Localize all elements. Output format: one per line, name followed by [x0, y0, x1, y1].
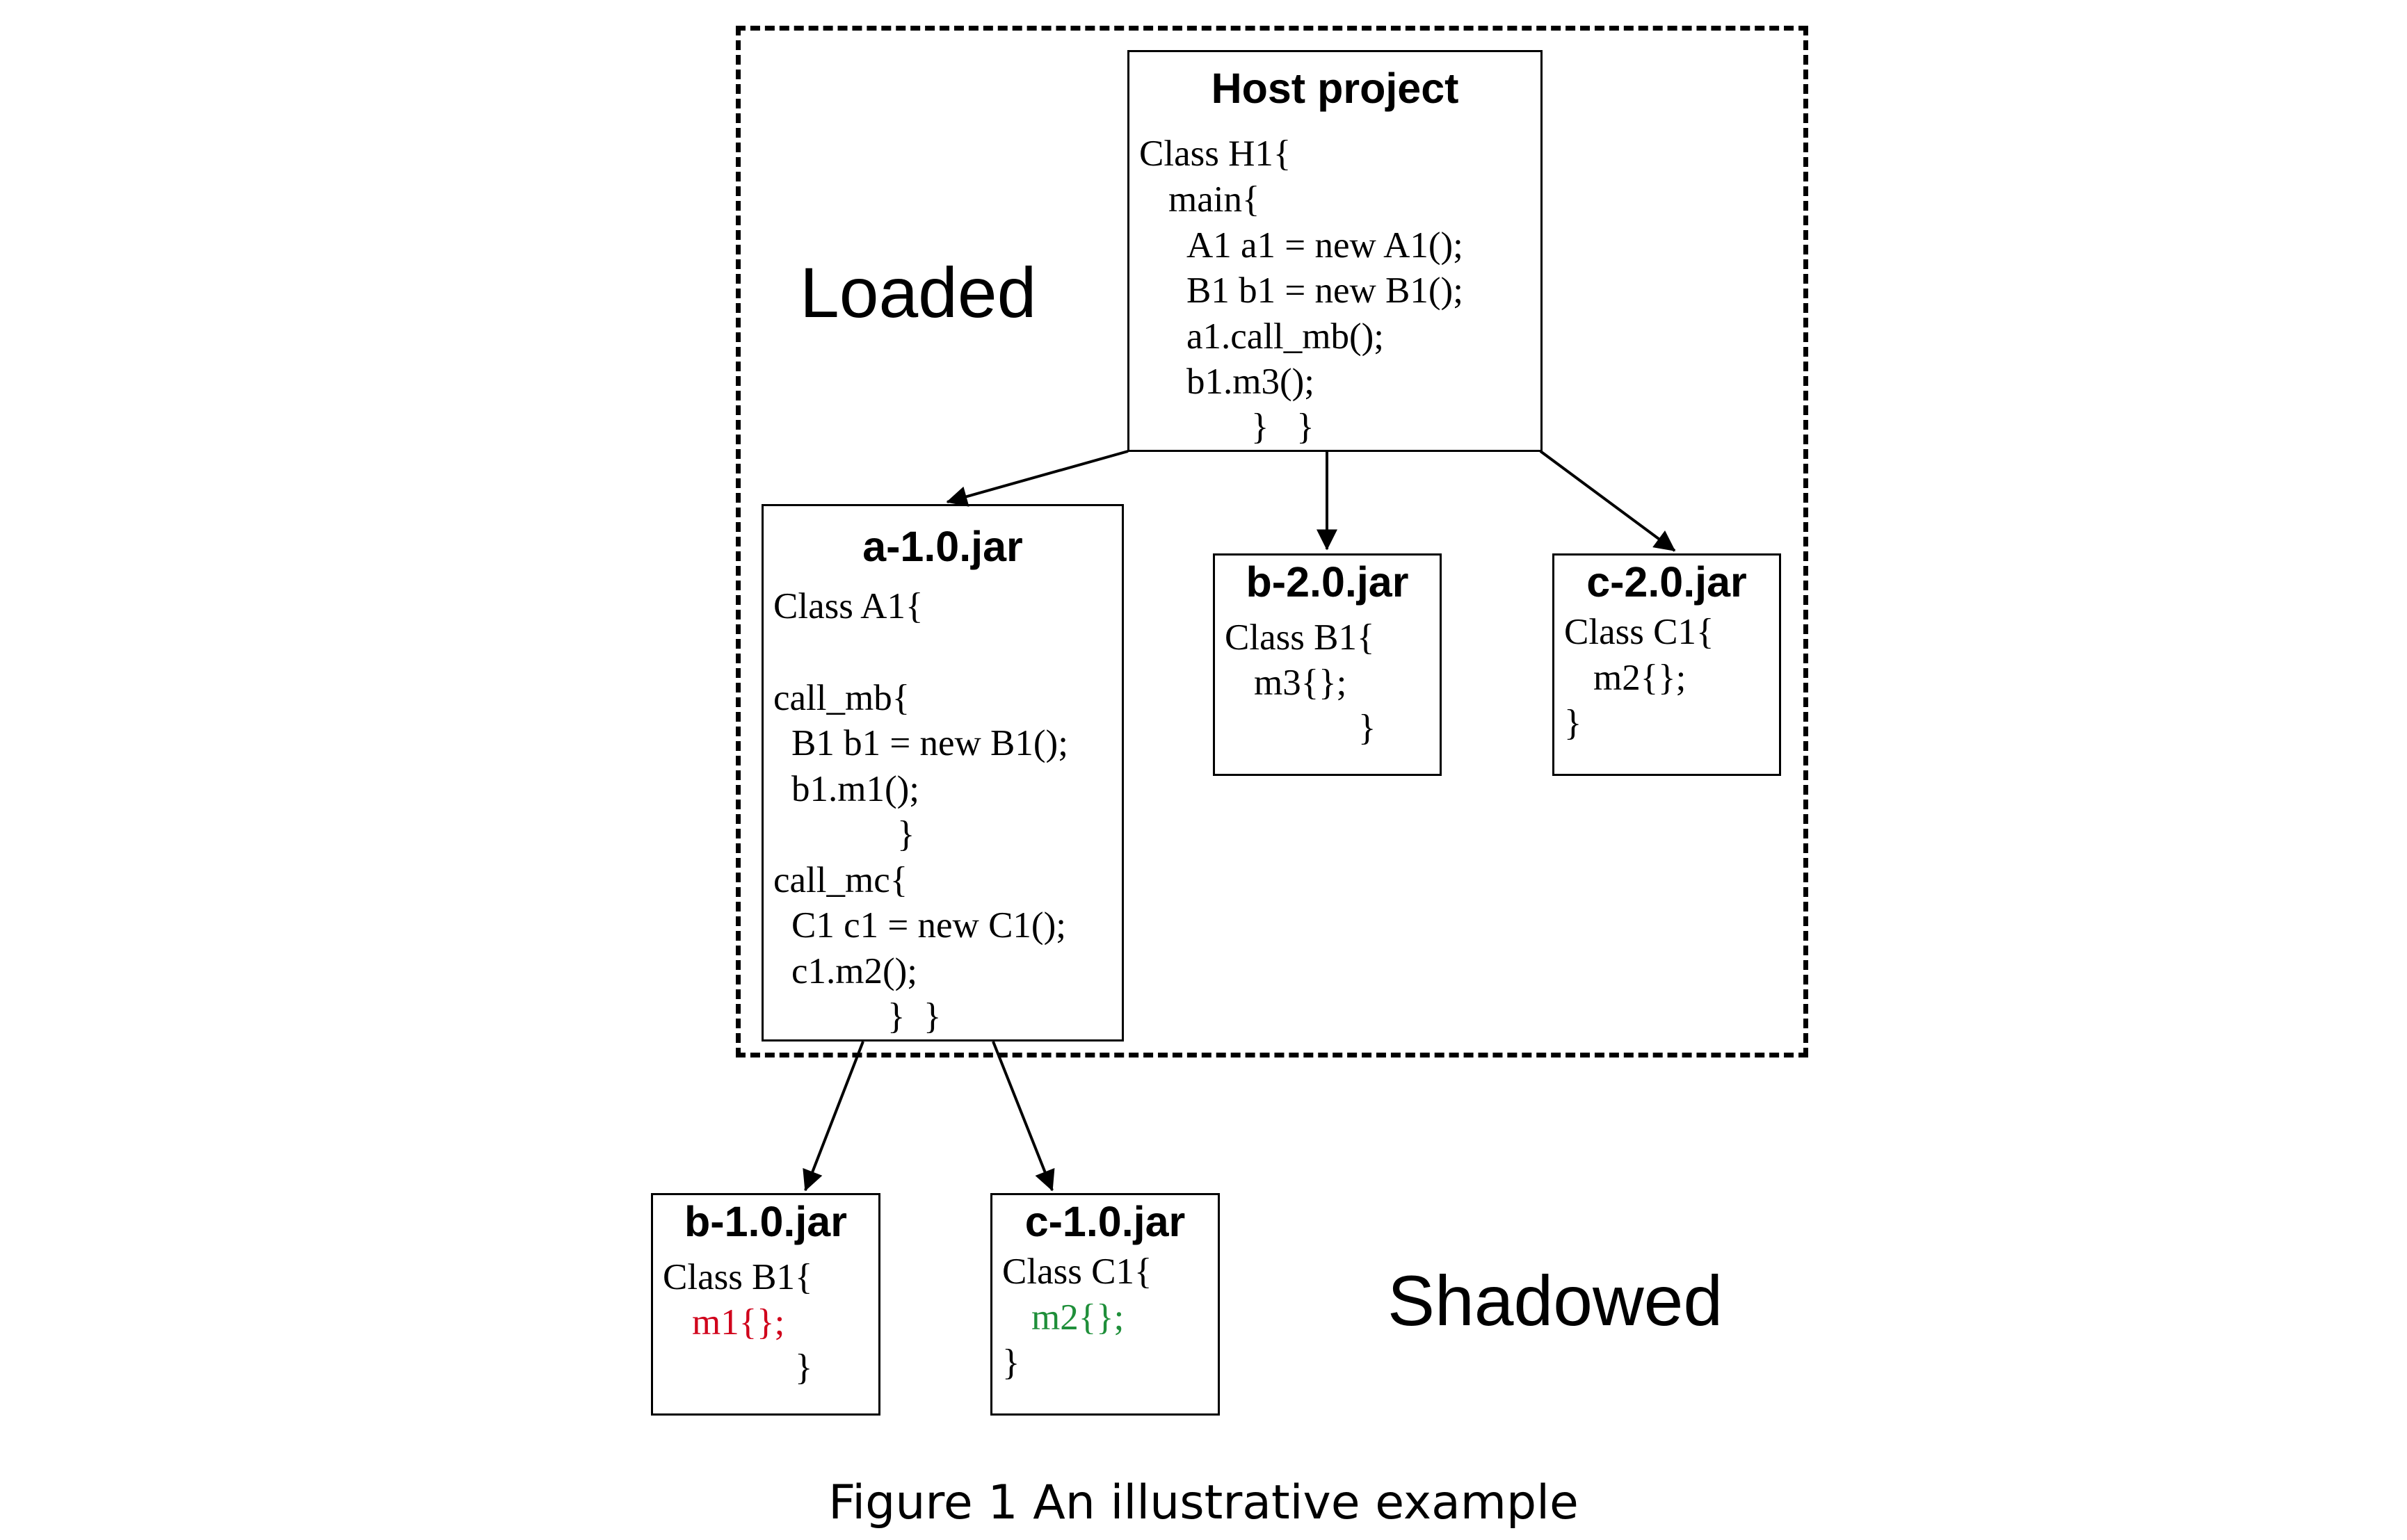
b10-code-line: }	[795, 1347, 813, 1388]
figure-caption: Figure 1 An illustrative example	[828, 1475, 1579, 1530]
c-2-0-jar-box: c-2.0.jar Class C1{ m2{}; }	[1552, 553, 1781, 776]
b10-code-line: Class B1{	[663, 1257, 813, 1297]
loaded-label: Loaded	[800, 253, 1037, 332]
b-2-0-jar-box: b-2.0.jar Class B1{ m3{}; }	[1213, 553, 1442, 776]
c10-shadowed-method: m2{};	[1031, 1297, 1125, 1338]
a-code-line: call_mb{	[773, 678, 910, 718]
c20-code-line: }	[1564, 703, 1582, 743]
c10-code-line: }	[1002, 1343, 1020, 1383]
a-1-0-jar-box: a-1.0.jar Class A1{ call_mb{ B1 b1 = new…	[762, 504, 1124, 1041]
host-code-line: a1.call_mb();	[1186, 316, 1385, 357]
host-code-line: A1 a1 = new A1();	[1186, 225, 1463, 266]
a-code-line: }	[897, 814, 915, 854]
a-code-line: B1 b1 = new B1();	[791, 723, 1068, 763]
b20-code-line: Class B1{	[1225, 617, 1375, 658]
host-code-line: B1 b1 = new B1();	[1186, 270, 1463, 311]
host-code-line: main{	[1168, 179, 1260, 220]
a-1-0-jar-title: a-1.0.jar	[862, 523, 1023, 570]
b10-shadowed-method: m1{};	[692, 1302, 785, 1343]
a-code-line: C1 c1 = new C1();	[791, 905, 1066, 946]
host-code-line: Class H1{	[1139, 133, 1291, 174]
b-2-0-jar-title: b-2.0.jar	[1246, 558, 1409, 606]
c-1-0-jar-box: c-1.0.jar Class C1{ m2{}; }	[990, 1193, 1220, 1416]
c20-code-line: m2{};	[1593, 658, 1686, 698]
b20-code-line: m3{};	[1254, 663, 1347, 703]
shadowed-label: Shadowed	[1387, 1261, 1723, 1340]
arrow-host-to-a10	[946, 450, 1129, 507]
a-code-line: Class A1{	[773, 586, 924, 626]
a-code-line: } }	[887, 996, 942, 1037]
host-code-line: } }	[1251, 407, 1314, 447]
host-code-line: b1.m3();	[1186, 362, 1314, 402]
c-2-0-jar-title: c-2.0.jar	[1586, 558, 1747, 606]
a-code-line: call_mc{	[773, 860, 908, 900]
c20-code-line: Class C1{	[1564, 612, 1714, 652]
arrow-a10-to-b10	[803, 1041, 864, 1192]
c-1-0-jar-title: c-1.0.jar	[1024, 1198, 1186, 1245]
host-project-box: Host project Class H1{ main{ A1 a1 = new…	[1127, 50, 1543, 452]
a-code-line: b1.m1();	[791, 769, 919, 809]
a-code-line: c1.m2();	[791, 951, 918, 991]
host-project-title: Host project	[1211, 65, 1459, 112]
arrow-a10-to-c10	[992, 1041, 1055, 1192]
b-1-0-jar-box: b-1.0.jar Class B1{ m1{}; }	[651, 1193, 880, 1416]
loaded-region	[736, 26, 1808, 1057]
arrow-host-to-c20	[1539, 450, 1676, 552]
b-1-0-jar-title: b-1.0.jar	[684, 1198, 847, 1245]
c10-code-line: Class C1{	[1002, 1251, 1152, 1292]
b20-code-line: }	[1358, 708, 1376, 748]
